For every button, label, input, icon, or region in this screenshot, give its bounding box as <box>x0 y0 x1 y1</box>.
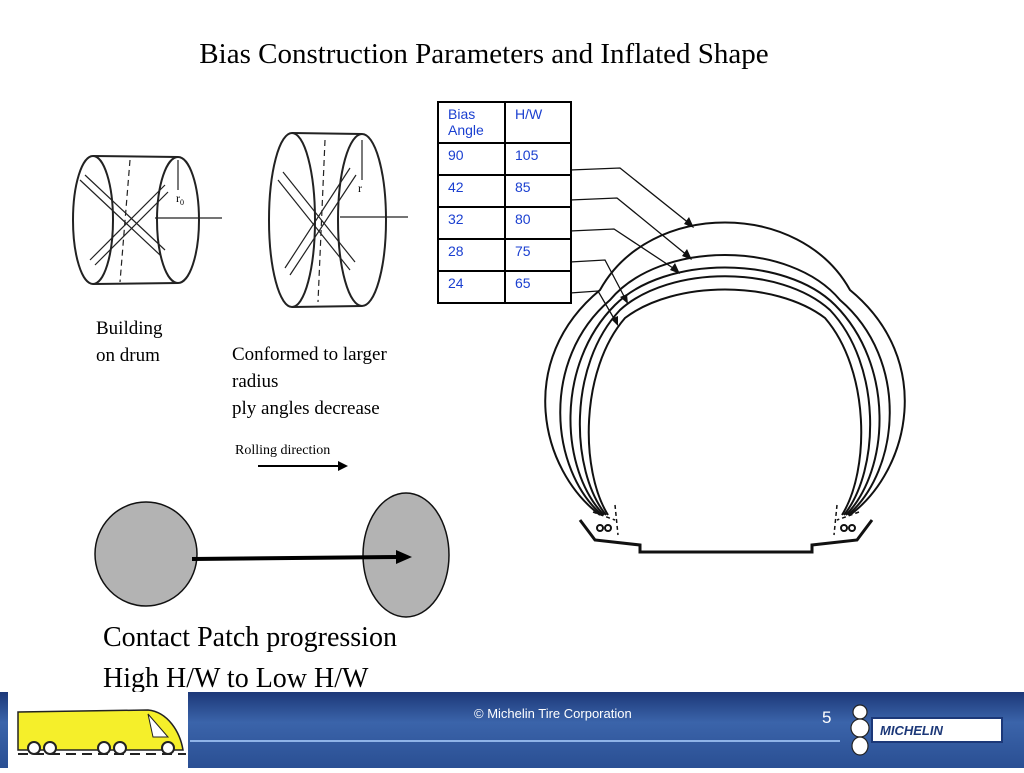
rolling-direction-label: Rolling direction <box>235 443 331 458</box>
caption-line: High H/W to Low H/W <box>103 663 369 694</box>
r0-label: r0 <box>176 191 184 207</box>
cell-hw: 85 <box>504 174 572 208</box>
cell-bias-angle: 42 <box>437 174 506 208</box>
r-label: r <box>358 181 362 195</box>
slide-title: Bias Construction Parameters and Inflate… <box>199 38 769 70</box>
caption-line: Conformed to larger <box>232 344 387 365</box>
tire-cross-section-profiles <box>544 221 906 554</box>
page-number: 5 <box>822 708 832 727</box>
footer-rule <box>190 740 840 742</box>
contact-patch-wide <box>94 501 198 607</box>
cell-bias-angle: 32 <box>437 206 506 240</box>
michelin-wordmark: MICHELIN <box>876 722 947 739</box>
header-bias-angle: Bias Angle <box>437 101 506 144</box>
truck-logo <box>8 692 188 768</box>
truck-icon <box>17 709 186 755</box>
building-drum-illustration <box>72 155 222 285</box>
table-header-row: Bias Angle H/W <box>437 101 572 144</box>
caption-line: Contact Patch progression <box>103 622 397 653</box>
conformed-drum-illustration <box>268 132 408 308</box>
cell-bias-angle: 90 <box>437 142 506 176</box>
caption-line: on drum <box>96 345 160 366</box>
diagram-canvas: r0 r <box>72 132 906 618</box>
cell-bias-angle: 28 <box>437 238 506 272</box>
rolling-direction-arrow <box>258 461 348 471</box>
contact-patch-caption: Contact Patch progression High H/W to Lo… <box>103 617 397 699</box>
header-hw: H/W <box>504 101 572 144</box>
copyright-text: © Michelin Tire Corporation <box>474 706 632 721</box>
caption-line: Building <box>96 318 163 339</box>
cell-hw: 75 <box>504 238 572 272</box>
footer-bar: © Michelin Tire Corporation 5 MICHELIN <box>0 692 1024 768</box>
leader-arrowheads <box>611 217 694 326</box>
table-leader-lines <box>569 167 691 323</box>
cell-hw: 80 <box>504 206 572 240</box>
caption-conformed: Conformed to larger radius ply angles de… <box>232 341 387 422</box>
cell-bias-angle: 24 <box>437 270 506 304</box>
caption-line: ply angles decrease <box>232 398 380 419</box>
caption-building-on-drum: Building on drum <box>96 315 163 369</box>
caption-line: radius <box>232 371 279 392</box>
contact-patch-arrow <box>191 550 412 564</box>
bibendum-icon <box>852 704 868 720</box>
cell-hw: 105 <box>504 142 572 176</box>
cell-hw: 65 <box>504 270 572 304</box>
